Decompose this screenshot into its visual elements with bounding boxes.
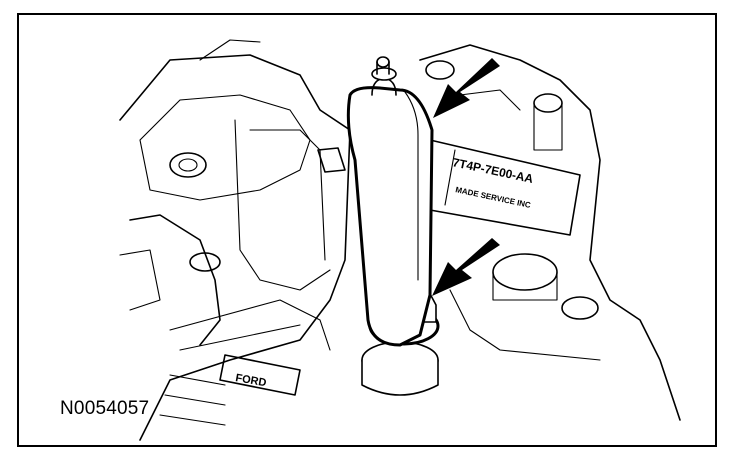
bracket-strap — [346, 56, 434, 347]
ford-badge: FORD — [159, 354, 301, 426]
housing-left — [119, 39, 351, 441]
figure-id-label: N0054057 — [60, 398, 150, 419]
lower-arrow — [432, 238, 500, 296]
badge-text: FORD — [234, 372, 267, 389]
upper-arrow — [433, 58, 500, 118]
plate-part-number: 7T4P-7E00-AA — [451, 155, 534, 186]
plate-line-2: MADE SERVICE INC — [455, 185, 532, 210]
housing-right — [419, 44, 681, 421]
